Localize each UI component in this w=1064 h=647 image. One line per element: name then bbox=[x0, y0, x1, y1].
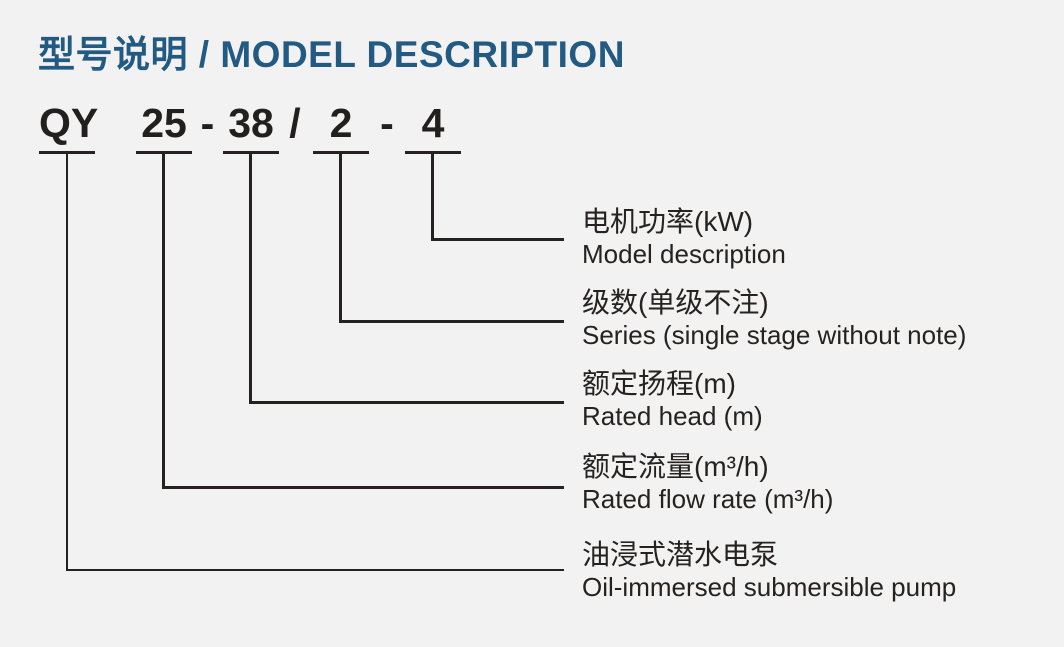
code-separator-slash: / bbox=[289, 100, 301, 146]
label-rated-flow-zh: 额定流量(m³/h) bbox=[582, 451, 769, 482]
connector-line-rated-head bbox=[249, 401, 564, 404]
label-series: 级数(单级不注) Series (single stage without no… bbox=[582, 284, 1060, 350]
label-pump-type-zh: 油浸式潜水电泵 bbox=[582, 539, 779, 570]
label-series-en: Series (single stage without note) bbox=[582, 320, 967, 350]
page-title: 型号说明 / MODEL DESCRIPTION bbox=[38, 34, 625, 75]
label-motor-power-en: Model description bbox=[582, 239, 786, 269]
stem-line-motor-power bbox=[431, 151, 434, 241]
connector-line-pump-type bbox=[65, 568, 564, 571]
connector-line-motor-power bbox=[431, 238, 564, 241]
label-rated-head-en: Rated head (m) bbox=[582, 401, 763, 431]
label-pump-type: 油浸式潜水电泵 Oil-immersed submersible pump bbox=[582, 536, 1060, 602]
stem-line-rated-head bbox=[249, 151, 252, 403]
label-motor-power-zh: 电机功率(kW) bbox=[582, 206, 754, 237]
connector-line-flow-rate bbox=[162, 486, 564, 489]
code-separator-dash-1: - bbox=[200, 100, 215, 146]
label-rated-flow-en: Rated flow rate (m³/h) bbox=[582, 484, 834, 514]
label-pump-type-en: Oil-immersed submersible pump bbox=[582, 572, 957, 602]
code-segment-series: 2 bbox=[329, 100, 353, 146]
label-series-zh: 级数(单级不注) bbox=[582, 287, 769, 318]
label-motor-power: 电机功率(kW) Model description bbox=[582, 203, 1060, 269]
label-rated-head-zh: 额定扬程(m) bbox=[582, 368, 736, 399]
code-separator-dash-2: - bbox=[380, 100, 394, 146]
code-segment-rated-head: 38 bbox=[228, 100, 274, 146]
code-segment-flow-rate: 25 bbox=[141, 100, 187, 146]
code-segment-motor-power: 4 bbox=[421, 100, 445, 146]
connector-line-series bbox=[339, 320, 564, 323]
code-segment-pump-type: QY bbox=[39, 100, 99, 146]
label-rated-flow: 额定流量(m³/h) Rated flow rate (m³/h) bbox=[582, 448, 1060, 514]
stem-line-pump-type bbox=[65, 151, 68, 571]
label-rated-head: 额定扬程(m) Rated head (m) bbox=[582, 365, 1060, 431]
stem-line-series bbox=[339, 151, 342, 322]
stem-line-flow-rate bbox=[162, 151, 165, 488]
